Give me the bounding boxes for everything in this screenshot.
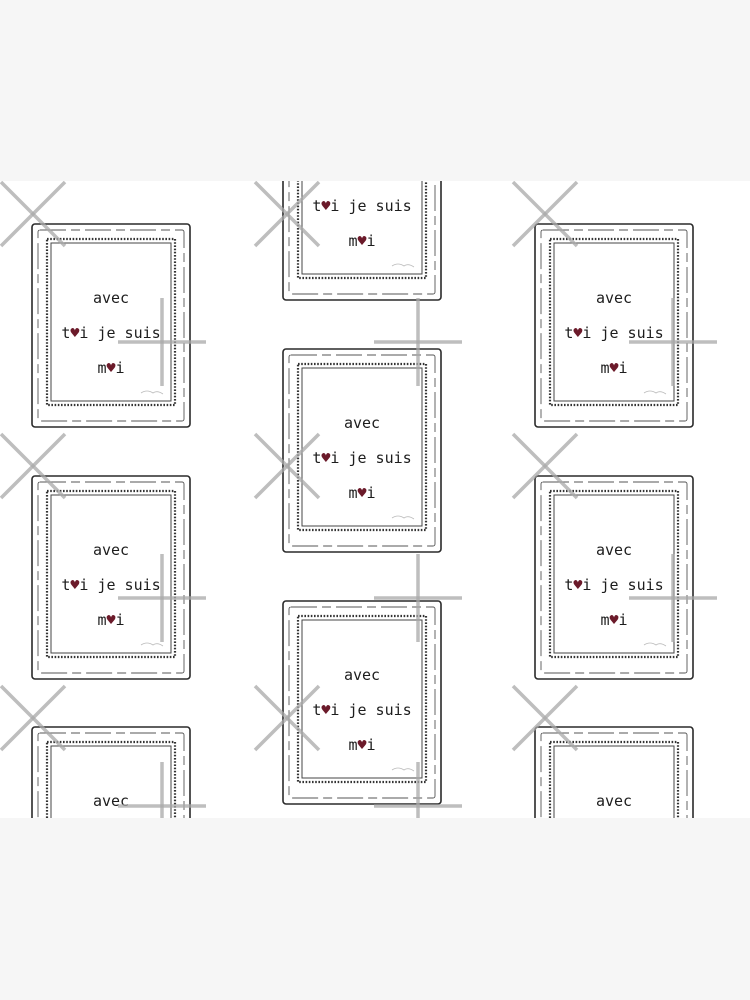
heart-icon: ♥	[609, 359, 619, 377]
quote-line: avec	[343, 414, 381, 432]
quote-line: avec	[92, 541, 130, 559]
heart-icon: ♥	[573, 576, 583, 594]
quote-line: t♥i je suis	[564, 324, 664, 342]
quote-line: avec	[595, 541, 633, 559]
quote-line: t♥i je suis	[61, 324, 161, 342]
quote-text: avec t♥i je suis m♥i	[282, 181, 442, 259]
framed-quote-tile: avec t♥i je suis m♥i	[282, 181, 442, 301]
quote-text: avec t♥i je suis m♥i	[282, 406, 442, 511]
heart-icon: ♥	[321, 701, 331, 719]
quote-line: m♥i	[348, 736, 376, 754]
quote-text: avec t♥i je suis m♥i	[282, 658, 442, 763]
quote-text: avec t♥i je suis m♥i	[534, 281, 694, 386]
quote-line: m♥i	[600, 611, 628, 629]
framed-quote-tile: avec t♥i je suis m♥i	[31, 223, 191, 428]
heart-icon: ♥	[106, 611, 116, 629]
ornate-frame	[534, 223, 694, 428]
quote-line: t♥i je suis	[564, 576, 664, 594]
ornate-frame	[31, 223, 191, 428]
quote-line: avec	[343, 666, 381, 684]
quote-line: m♥i	[97, 611, 125, 629]
framed-quote-tile: avec t♥i je suis m♥i	[282, 600, 442, 805]
ornate-frame	[282, 348, 442, 553]
heart-icon: ♥	[573, 324, 583, 342]
ornate-frame	[534, 475, 694, 680]
framed-quote-tile: avec t♥i je suis m♥i	[282, 348, 442, 553]
heart-icon: ♥	[70, 576, 80, 594]
heart-icon: ♥	[357, 736, 367, 754]
heart-icon: ♥	[321, 197, 331, 215]
quote-line: m♥i	[97, 359, 125, 377]
quote-line: t♥i je suis	[312, 701, 412, 719]
framed-quote-tile: avec t♥i je suis m♥i	[534, 223, 694, 428]
quote-line: avec	[282, 181, 442, 189]
heart-icon: ♥	[357, 232, 367, 250]
quote-line: t♥i je suis	[61, 576, 161, 594]
heart-icon: ♥	[70, 324, 80, 342]
heart-icon: ♥	[321, 449, 331, 467]
quote-line: m♥i	[600, 359, 628, 377]
quote-line: avec	[595, 792, 633, 810]
heart-icon: ♥	[609, 611, 619, 629]
framed-quote-tile: avec t♥i je suis m♥i	[534, 475, 694, 680]
quote-line: avec	[92, 289, 130, 307]
quote-line: m♥i	[348, 484, 376, 502]
quote-text: avec t♥i je suis m♥i	[534, 533, 694, 638]
heart-icon: ♥	[357, 484, 367, 502]
quote-text: avec t♥i je suis m♥i	[31, 533, 191, 638]
quote-line: t♥i je suis	[312, 449, 412, 467]
quote-line: m♥i	[348, 232, 376, 250]
ornate-frame	[31, 475, 191, 680]
quote-text: avec t♥i je suis m♥i	[31, 281, 191, 386]
quote-line: avec	[595, 289, 633, 307]
product-pattern-preview: avec t♥i je suis m♥i avec t♥i je suis m♥i avec…	[0, 181, 750, 818]
heart-icon: ♥	[106, 359, 116, 377]
quote-line: avec	[92, 792, 130, 810]
quote-line: t♥i je suis	[312, 197, 412, 215]
framed-quote-tile: avec t♥i je suis m♥i	[31, 475, 191, 680]
